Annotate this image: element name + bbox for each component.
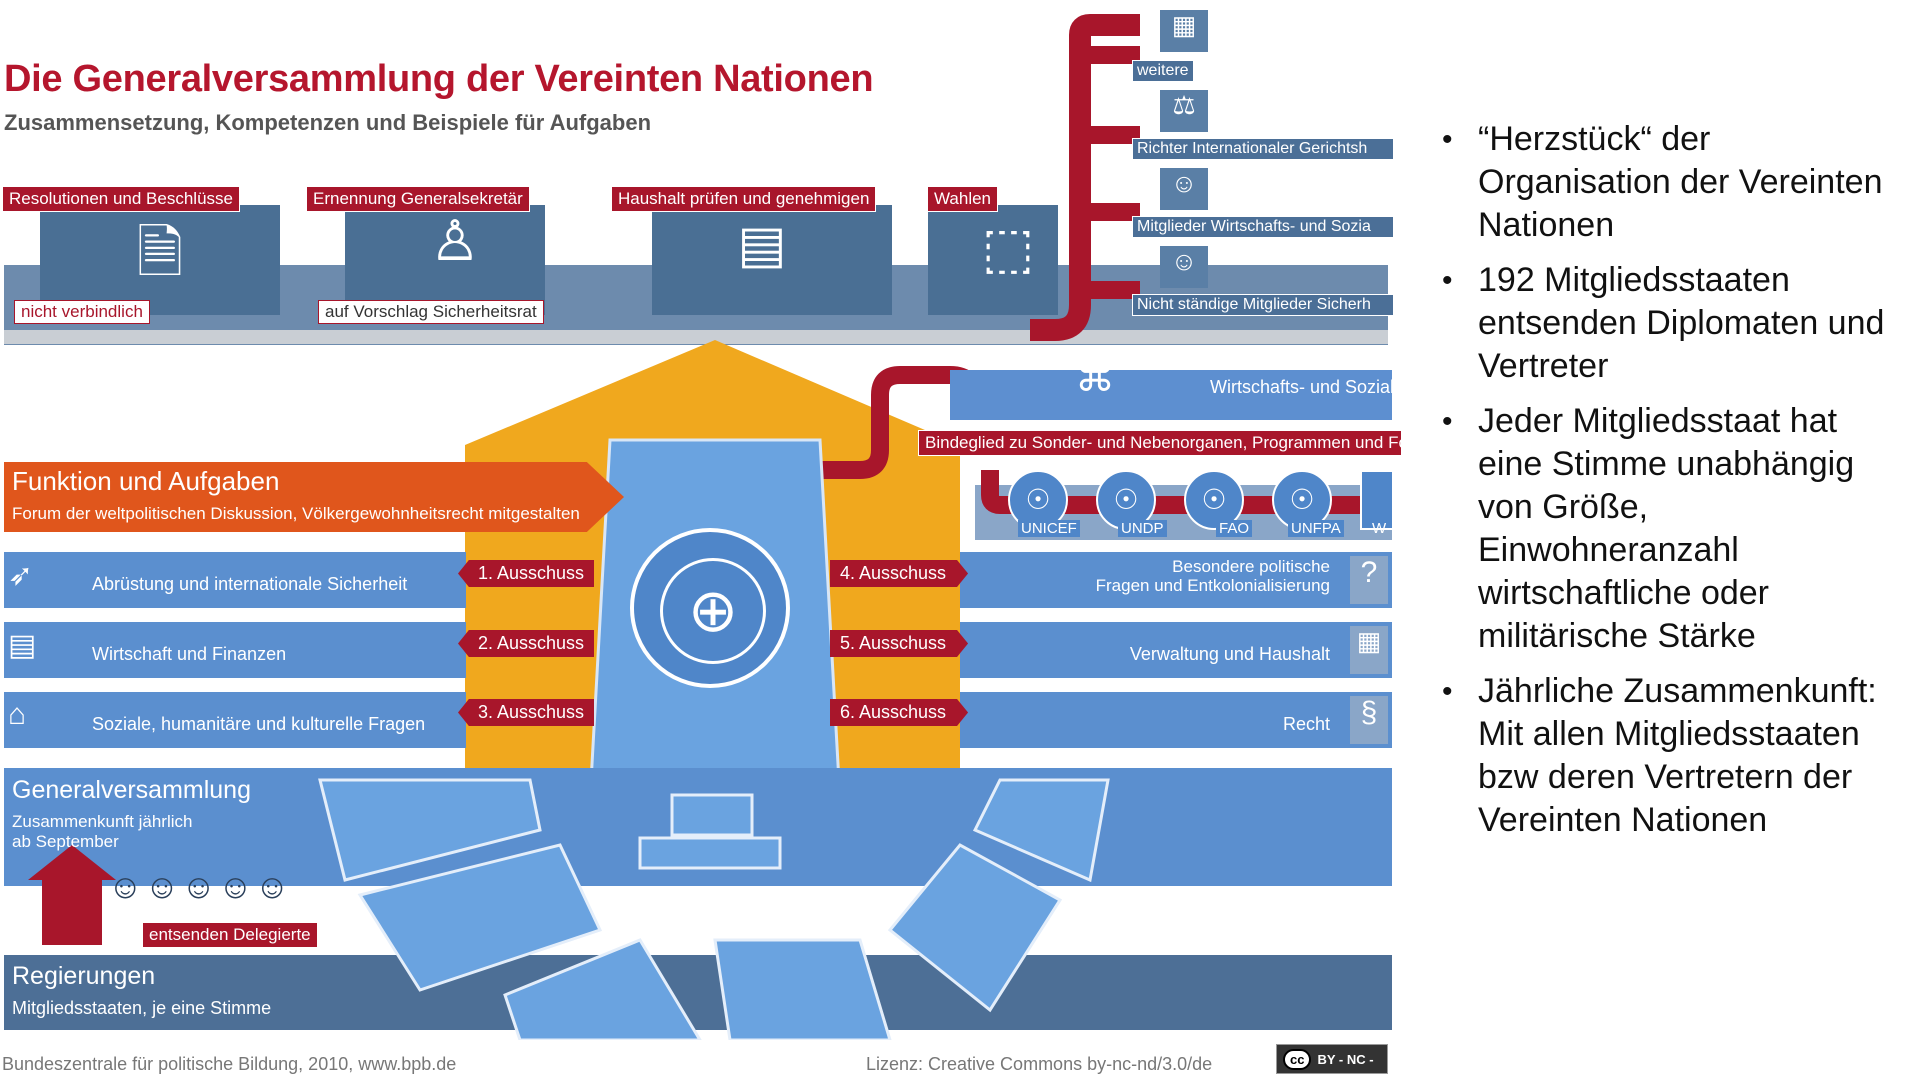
page-title: Die Generalversammlung der Vereinten Nat… [4, 58, 874, 100]
ecosoc-label: Wirtschafts- und Sozial [1210, 377, 1395, 397]
task-note-secretary: auf Vorschlag Sicherheitsrat [318, 300, 544, 324]
bullet-item: 192 Mitgliedsstaaten entsenden Diplomate… [1438, 259, 1908, 388]
bullet-item: Jährliche Zusammenkunft: Mit allen Mitgl… [1438, 670, 1908, 842]
committee-topic-3: Soziale, humanitäre und kulturelle Frage… [92, 714, 426, 734]
bullet-item: “Herzstück“ der Organisation der Vereint… [1438, 118, 1908, 247]
function-arrow [4, 462, 624, 532]
ballot-box-icon: ⬚ [981, 216, 1035, 279]
judge-icon: ⚖ [1160, 90, 1208, 132]
org-more-logo-icon [1360, 470, 1394, 530]
paragraph-icon: § [1350, 696, 1388, 744]
election-bracket [1030, 14, 1140, 341]
blocks-icon: ▦ [1160, 10, 1208, 52]
missile-icon: ➶ [8, 559, 34, 592]
person-laurel-icon: ♙ [429, 209, 481, 272]
question-icon: ? [1350, 556, 1388, 604]
function-title: Funktion und Aufgaben [12, 466, 280, 496]
governments-title: Regierungen [12, 962, 156, 990]
committee-topic-5: Verwaltung und Haushalt [1129, 644, 1330, 664]
source-credit: Bundeszentrale für politische Bildung, 2… [2, 1054, 457, 1074]
committee-topic-2: Wirtschaft und Finanzen [92, 644, 287, 664]
globe-icon: ⊕ [660, 558, 766, 664]
committee-2-label: 2. Ausschuss [458, 630, 595, 657]
task-label-resolutions: Resolutionen und Beschlüsse [2, 186, 240, 212]
assembly-line2: ab September [12, 832, 119, 851]
task-label-budget: Haushalt prüfen und genehmigen [611, 186, 877, 212]
money-icon: ▤ [8, 629, 37, 662]
task-box-secretary [345, 205, 545, 315]
committee-5-label: 5. Ausschuss [830, 630, 969, 657]
election-ecosoc: Mitglieder Wirtschafts- und Sozia [1132, 216, 1394, 238]
link-label: Bindeglied zu Sonder- und Nebenorganen, … [918, 430, 1402, 456]
fao-logo-icon: ☉ [1184, 470, 1244, 530]
license-text: Lizenz: Creative Commons by-nc-nd/3.0/de [866, 1054, 1213, 1074]
cc-icon: cc [1283, 1048, 1312, 1070]
people-icon: ☺ [1160, 246, 1208, 288]
committee-3-label: 3. Ausschuss [458, 699, 595, 726]
committee-topic-1: Abrüstung und internationale Sicherheit [92, 574, 408, 594]
committee-6-label: 6. Ausschuss [830, 699, 969, 726]
committee-topic-6: Recht [1282, 714, 1330, 734]
hemicycle [318, 778, 1110, 1040]
task-box-resolutions [40, 205, 280, 315]
committee-4-label: 4. Ausschuss [830, 560, 969, 587]
committee-1-label: 1. Ausschuss [458, 560, 595, 587]
governments-subtitle: Mitgliedsstaaten, je eine Stimme [12, 998, 272, 1018]
org-list: ☉ UNICEF ☉ UNDP ☉ FAO ☉ UNFPA W [1008, 470, 1394, 538]
cc-badge-text: BY - NC - [1317, 1051, 1374, 1067]
page-subtitle: Zusammensetzung, Kompetenzen und Beispie… [4, 110, 652, 135]
ecosoc-icon: ⌘ [1075, 356, 1115, 400]
task-label-elections: Wahlen [927, 186, 999, 212]
delegates-icon: ☺☺☺☺☺ [108, 868, 292, 906]
committee-topic-4-line2: Fragen und Entkolonialisierung [1095, 576, 1330, 595]
bullet-item: Jeder Mitgliedsstaat hat eine Stimme una… [1438, 400, 1908, 658]
assembly-title: Generalversammlung [12, 776, 251, 804]
committee-topic-4-line1: Besondere politische [1172, 557, 1330, 576]
document-check-icon: 🗎 [136, 220, 184, 285]
election-other: weitere [1132, 60, 1194, 82]
org-fao: FAO [1216, 520, 1253, 537]
task-box-budget [652, 205, 892, 315]
calculator-icon: ▦ [1350, 626, 1388, 674]
delegate-arrow [28, 845, 116, 945]
function-subtitle: Forum der weltpolitischen Diskussion, Vö… [12, 504, 580, 523]
money-stack-icon: ▤ [737, 216, 787, 274]
org-undp: UNDP [1118, 520, 1167, 537]
election-judges: Richter Internationaler Gerichtsh [1132, 138, 1394, 160]
task-box-elections [928, 205, 1058, 315]
assembly-line1: Zusammenkunft jährlich [12, 812, 193, 831]
people-icon: ☺ [1160, 168, 1208, 210]
committee-topic-4: Besondere politische Fragen und Entkolon… [1000, 557, 1330, 595]
governments-band [4, 955, 1392, 1030]
task-label-secretary: Ernennung Generalsekretär [306, 186, 530, 212]
building-icon: ⌂ [8, 698, 27, 731]
task-note-resolutions: nicht verbindlich [14, 300, 150, 324]
cc-license-badge[interactable]: cc BY - NC - [1276, 1044, 1388, 1074]
delegates-label: entsenden Delegierte [142, 922, 318, 948]
org-unicef: UNICEF [1018, 520, 1080, 537]
org-unfpa: UNFPA [1288, 520, 1344, 537]
org-more: W [1372, 520, 1387, 537]
summary-bullets: “Herzstück“ der Organisation der Vereint… [1438, 118, 1908, 854]
un-emblem: ⊕ [630, 528, 790, 688]
election-security-council: Nicht ständige Mitglieder Sicherh [1132, 294, 1394, 316]
